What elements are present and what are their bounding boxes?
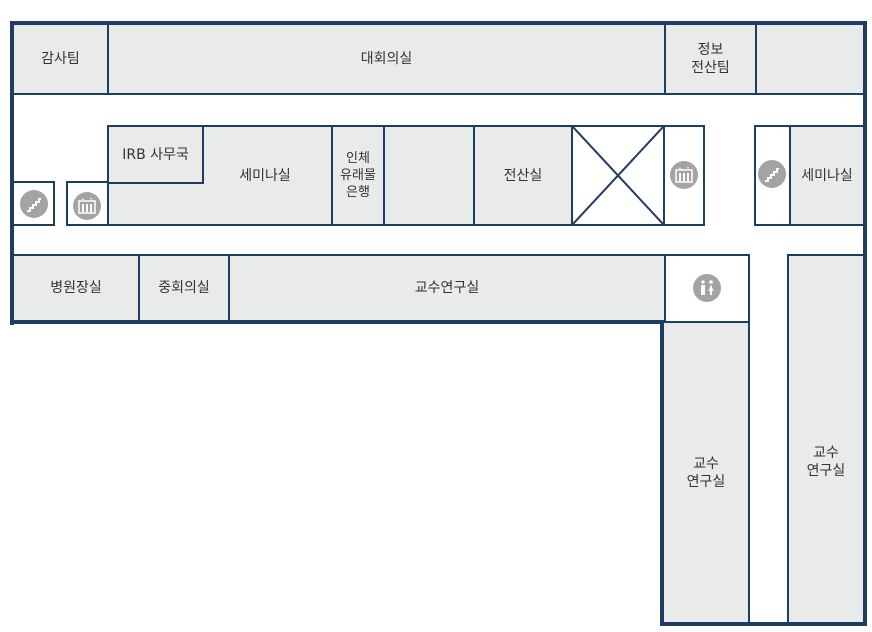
room-computer[interactable]: 전산실 bbox=[473, 125, 573, 226]
room-mid-conference[interactable]: 중회의실 bbox=[138, 254, 230, 322]
room-label: 대회의실 bbox=[360, 51, 413, 67]
room-main-conference[interactable]: 대회의실 bbox=[107, 23, 666, 95]
room-label: 중회의실 bbox=[158, 280, 210, 296]
outer-wall-bottom bbox=[10, 320, 664, 324]
elevator-icon[interactable] bbox=[73, 192, 101, 220]
room-label: 세미나실 bbox=[239, 167, 291, 184]
outer-wall-left bbox=[10, 21, 14, 325]
restroom-icon[interactable] bbox=[693, 274, 721, 302]
room-label: 인체 유래물 은행 bbox=[340, 151, 376, 200]
room-seminar-right[interactable]: 세미나실 bbox=[789, 125, 865, 226]
room-it-team[interactable]: 정보 전산팀 bbox=[664, 23, 757, 95]
room-faculty-office-wing-right[interactable]: 교수 연구실 bbox=[787, 254, 865, 624]
room-label: 교수 연구실 bbox=[806, 445, 846, 479]
room-unlabeled-top-right bbox=[755, 23, 865, 95]
room-label: 교수 연구실 bbox=[686, 455, 726, 490]
room-irb-office[interactable]: IRB 사무국 bbox=[107, 125, 204, 184]
room-director-office[interactable]: 병원장실 bbox=[12, 254, 140, 322]
room-label: 전산실 bbox=[503, 167, 543, 184]
room-label: 세미나실 bbox=[801, 167, 853, 184]
outer-wall-wing-bottom bbox=[660, 622, 867, 626]
room-audit-team[interactable]: 감사팀 bbox=[12, 23, 109, 95]
stairs-icon[interactable] bbox=[758, 160, 786, 188]
elevator-icon[interactable] bbox=[670, 161, 698, 189]
room-label: 정보 전산팀 bbox=[691, 42, 730, 76]
room-unlabeled-middle bbox=[383, 125, 475, 226]
room-faculty-office-main[interactable]: 교수연구실 bbox=[228, 254, 666, 322]
stairs-icon[interactable] bbox=[20, 190, 48, 218]
room-biobank[interactable]: 인체 유래물 은행 bbox=[331, 125, 385, 226]
room-faculty-office-wing-left[interactable]: 교수 연구실 bbox=[662, 321, 750, 624]
room-label: 병원장실 bbox=[50, 280, 102, 296]
room-label: 교수연구실 bbox=[414, 280, 480, 296]
room-label: 감사팀 bbox=[41, 51, 80, 67]
room-label: IRB 사무국 bbox=[122, 146, 189, 163]
outer-wall-right bbox=[863, 21, 867, 626]
void-area bbox=[571, 125, 665, 226]
